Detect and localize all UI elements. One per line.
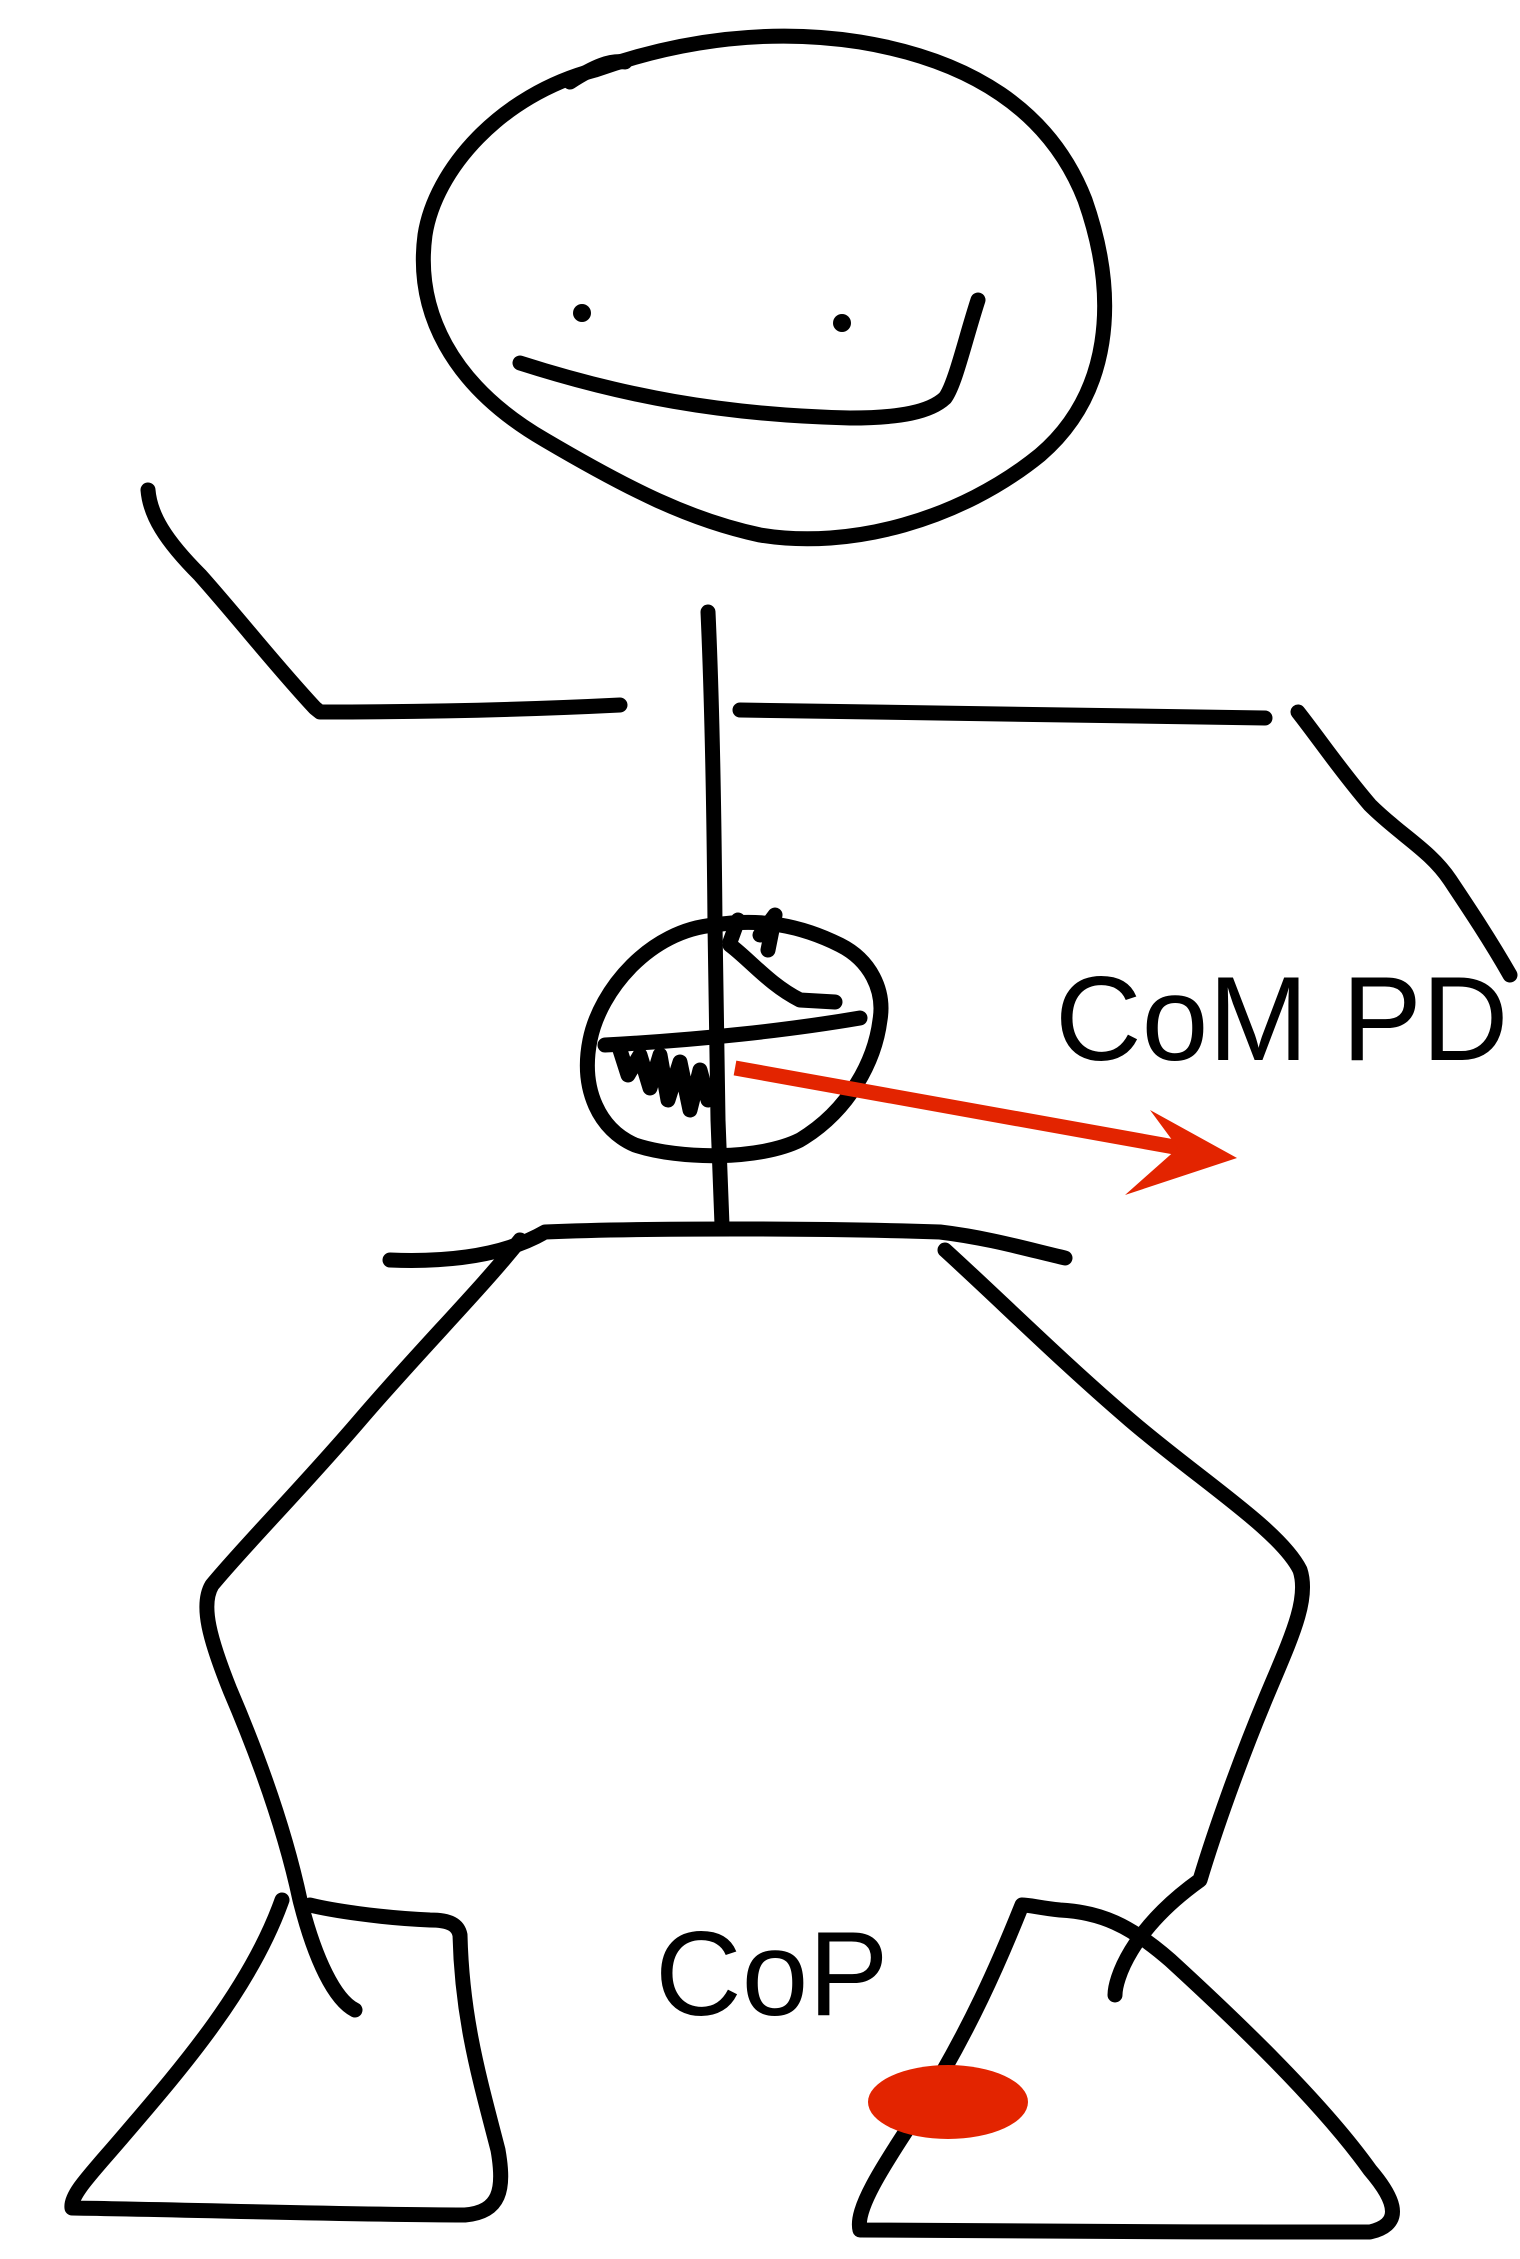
com-pd-label: CoM PD	[1055, 952, 1508, 1086]
com-marker-circle	[587, 915, 881, 1156]
right-leg	[945, 1250, 1303, 1995]
left-foot	[72, 1900, 501, 2215]
left-arm	[148, 490, 620, 712]
cop-marker	[868, 2065, 1028, 2139]
cop-label: CoP	[655, 1907, 888, 2041]
arms	[148, 490, 1510, 975]
hips	[390, 1229, 1065, 1260]
right-forearm	[1298, 712, 1510, 975]
arrow-head	[1125, 1110, 1237, 1195]
left-leg	[207, 1240, 520, 2010]
left-eye	[573, 304, 591, 322]
legs	[207, 1240, 1303, 2010]
right-arm	[740, 710, 1265, 718]
com-crosshair-horizontal	[605, 1018, 860, 1045]
head	[423, 36, 1104, 539]
com-scribble-left	[620, 1050, 708, 1110]
right-eye	[833, 314, 851, 332]
head-outline	[423, 36, 1104, 539]
head-outline-overlap	[570, 62, 625, 82]
